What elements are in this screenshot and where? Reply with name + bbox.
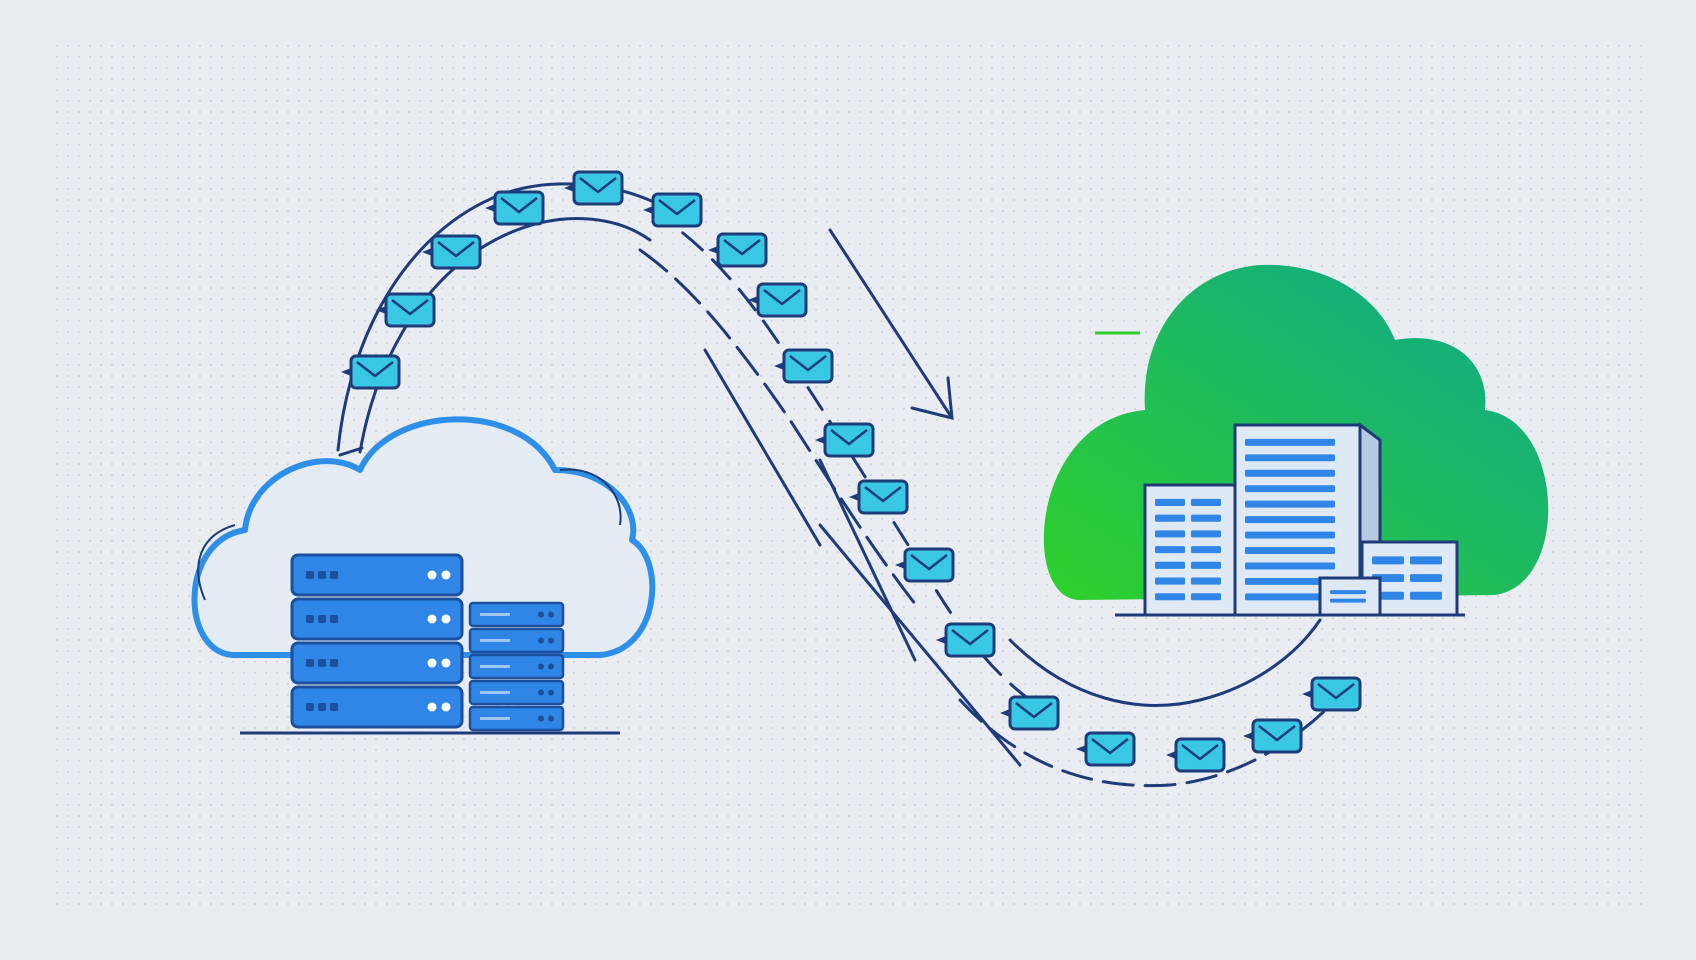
path-descending-dashed-inner xyxy=(638,248,922,612)
envelope-icon xyxy=(708,232,768,268)
server-rack-icon xyxy=(290,553,464,729)
building-left xyxy=(1143,483,1237,617)
envelope-icon xyxy=(564,170,624,206)
envelope-icon xyxy=(1302,676,1362,712)
building-low xyxy=(1318,576,1382,617)
path-diagonal-long xyxy=(818,523,1022,767)
server-side-unit xyxy=(468,679,565,706)
office-buildings-icon xyxy=(1143,422,1459,617)
path-lower-outer xyxy=(958,688,1347,788)
envelope-icon xyxy=(1243,718,1303,754)
server-side-unit xyxy=(468,653,565,680)
envelope-icon xyxy=(1000,695,1060,731)
path-diagonal-left xyxy=(703,348,822,547)
server-side-unit xyxy=(468,627,565,654)
building-tall xyxy=(1233,423,1362,617)
path-diagonal-mid xyxy=(818,458,917,662)
envelope-icon xyxy=(774,348,834,384)
server-side-unit xyxy=(468,705,565,732)
envelope-icon xyxy=(1166,737,1226,773)
envelope-icon xyxy=(895,547,955,583)
server-unit xyxy=(290,641,464,685)
envelope-icon xyxy=(376,292,436,328)
server-unit xyxy=(290,597,464,641)
path-lower-inner xyxy=(1008,618,1322,707)
destination-cloud xyxy=(1043,264,1549,617)
server-side-unit xyxy=(468,601,565,628)
envelope-icon xyxy=(1076,731,1136,767)
path-arrow-line xyxy=(828,228,952,417)
envelope-icon xyxy=(341,354,401,390)
envelope-icon xyxy=(849,479,909,515)
envelope-icon xyxy=(748,282,808,318)
path-small-tick xyxy=(338,446,364,457)
envelope-icon xyxy=(643,192,703,228)
server-unit xyxy=(290,685,464,729)
path-arrow-head xyxy=(910,376,954,420)
message-stream xyxy=(341,170,1362,773)
source-cloud xyxy=(191,416,656,735)
envelope-icon xyxy=(815,422,875,458)
source-cloud-outline-accent xyxy=(197,468,622,601)
server-rack-side-icon xyxy=(468,601,565,732)
envelope-icon xyxy=(485,190,545,226)
server-unit xyxy=(290,553,464,597)
envelope-icon xyxy=(936,622,996,658)
envelope-icon xyxy=(422,234,482,270)
